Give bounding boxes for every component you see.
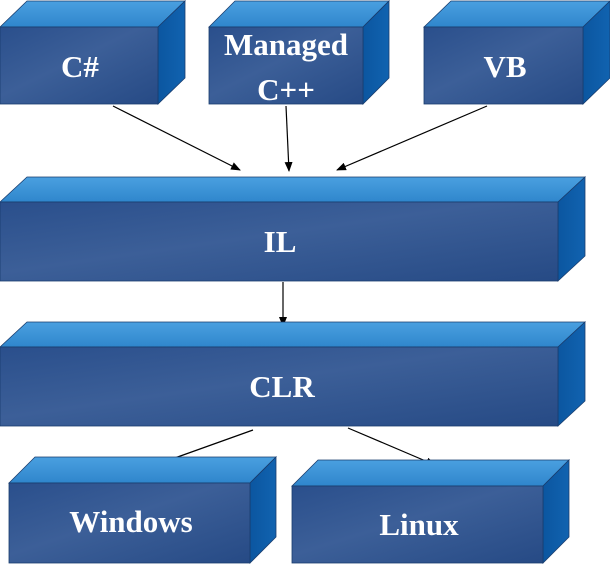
arrow-managed-cpp-to-il	[284, 105, 293, 172]
vb-box: VB	[423, 0, 610, 105]
managed-cpp-label-line2: C++	[257, 72, 315, 107]
arrow-vb-to-il	[336, 105, 488, 171]
csharp-label: C#	[61, 49, 99, 84]
linux-box: Linux	[291, 459, 570, 564]
linux-label: Linux	[379, 507, 459, 542]
windows-box: Windows	[8, 456, 277, 564]
clr-label: CLR	[249, 369, 315, 404]
clr-box: CLR	[0, 321, 587, 427]
managed-cpp-box: Managed C++	[208, 0, 390, 107]
vb-label: VB	[483, 49, 526, 84]
windows-label: Windows	[69, 504, 193, 539]
il-box: IL	[0, 176, 587, 282]
arrow-csharp-to-il	[112, 105, 241, 171]
csharp-box: C#	[0, 0, 186, 105]
arrow-clr-to-linux	[347, 427, 436, 466]
il-label: IL	[264, 224, 297, 259]
managed-cpp-label-line1: Managed	[224, 27, 348, 62]
